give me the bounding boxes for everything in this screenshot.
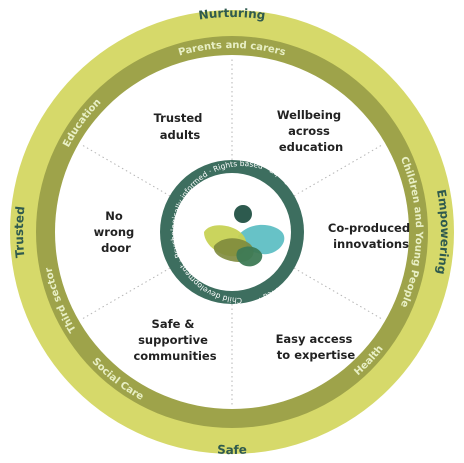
segment-no-wrong-door: No wrong door xyxy=(94,209,139,255)
logo-dot xyxy=(234,205,252,223)
segment-safe-supportive: Safe & supportive communities xyxy=(133,317,216,363)
outer-label-bottom: Safe xyxy=(217,443,247,457)
segment-trusted-adults: Trusted adults xyxy=(154,111,207,142)
segment-dividers xyxy=(81,58,383,406)
segment-wellbeing: Wellbeing across education xyxy=(277,108,345,154)
segment-co-produced: Co-produced innovations xyxy=(328,221,414,251)
outer-label-top: Nurturing xyxy=(198,6,267,22)
center-logo xyxy=(204,205,285,267)
segment-easy-access: Easy access to expertise xyxy=(276,332,357,362)
outer-label-left: Trusted xyxy=(12,205,28,258)
logo-dark-shape xyxy=(236,246,263,267)
